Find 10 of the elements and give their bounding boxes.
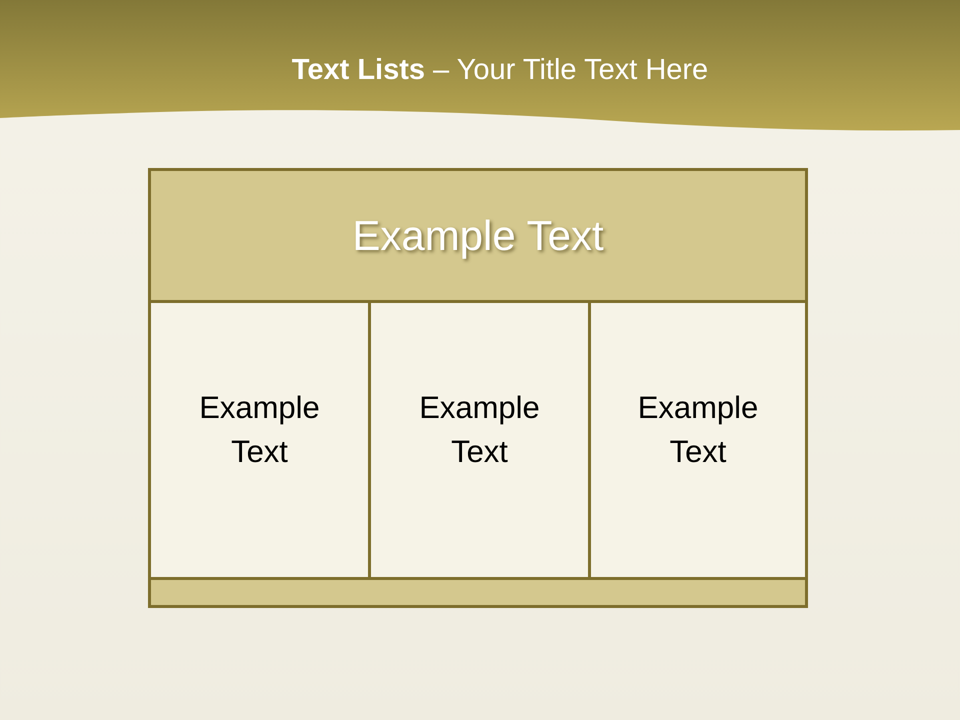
slide-title: Text Lists – Your Title Text Here	[290, 54, 710, 87]
column-text: Example Text	[198, 389, 321, 471]
column-panel	[368, 300, 591, 580]
footer-bar	[148, 577, 808, 608]
header-band	[148, 168, 808, 303]
column-text: Example Text	[418, 389, 541, 471]
column-panel	[148, 300, 371, 580]
header-text: Example Text	[352, 212, 604, 260]
column-panel	[588, 300, 808, 580]
column-text: Example Text	[636, 389, 760, 471]
